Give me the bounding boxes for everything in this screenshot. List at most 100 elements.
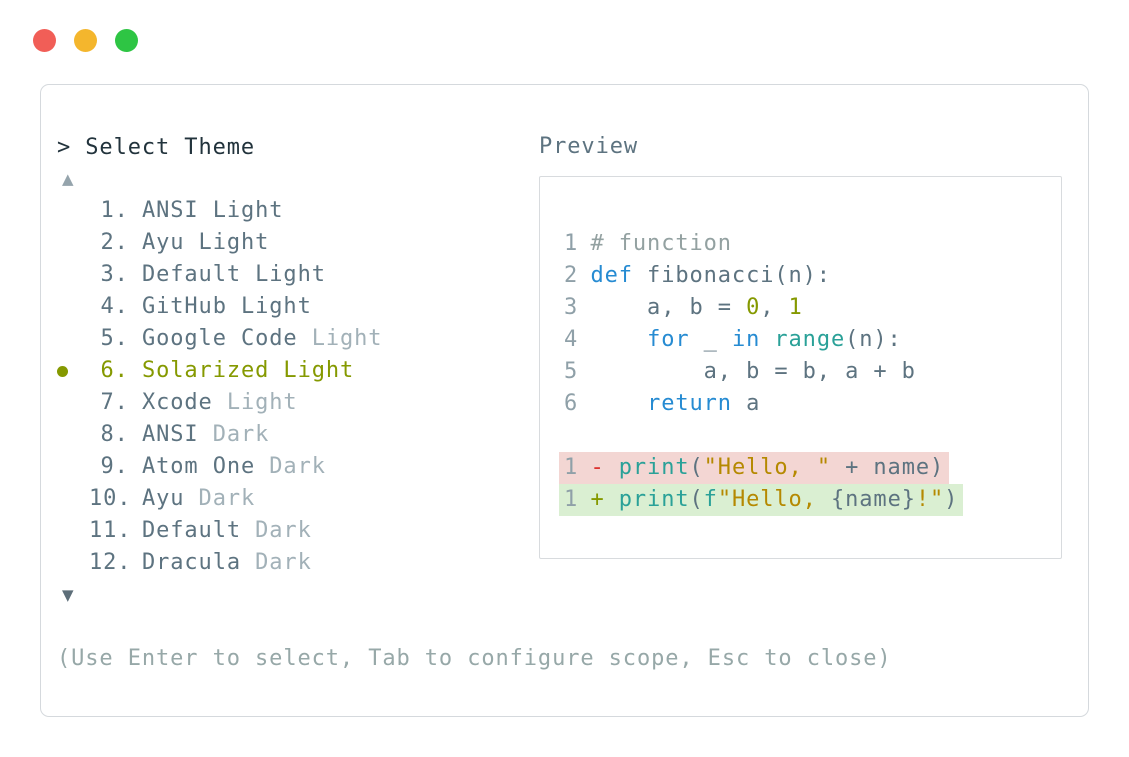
theme-selector-panel: > Select Theme ▲ 1. ANSI Light 2. Ayu Li… [40,84,1089,717]
preview-section: Preview 1 # function 2 def fibonacci(n):… [539,131,1062,559]
theme-list-item-3[interactable]: 3. Default Light [57,259,1067,291]
theme-name: ANSI [141,198,199,223]
theme-list-item-11[interactable]: 11. Default Dark [57,515,1067,547]
code-token: 0 [746,295,761,320]
code-token: fibonacci(n): [632,263,831,288]
code-line: 1 # function [564,228,1051,260]
theme-list-item-6[interactable]: 6. Solarized Light [57,355,1067,387]
theme-variant: Dark [184,486,256,511]
theme-number: 3. [100,262,129,287]
line-number: 2 [564,263,579,288]
code-token: "Hello, " [703,455,831,480]
theme-list: 1. ANSI Light 2. Ayu Light 3. Default Li… [57,195,1067,579]
scroll-up-icon[interactable]: ▲ [62,170,74,188]
theme-variant: Light [269,358,355,383]
close-button[interactable] [33,29,56,52]
code-token: _ [689,327,732,352]
theme-number: 6. [100,358,129,383]
code-line: 2 def fibonacci(n): [564,260,1051,292]
keyboard-hint: (Use Enter to select, Tab to configure s… [57,646,892,671]
line-number: 3 [564,295,579,320]
preview-label-row: Preview [539,131,1062,163]
code-token: , [760,295,789,320]
theme-name: Default [141,518,241,543]
theme-number: 11. [89,518,132,543]
line-number: 1 [564,231,579,256]
code-token: a, b = b, a + b [590,359,916,384]
code-token: def [590,263,633,288]
code-line: 1 + print(f"Hello, {name}!") [559,484,1051,516]
code-tokens: + print(f"Hello, {name}!") [590,484,958,516]
scroll-down-icon[interactable]: ▼ [62,586,74,604]
code-token: 1 [788,295,803,320]
selected-bullet-icon [57,365,68,377]
code-line: 6 return a [564,388,1051,420]
theme-number: 10. [89,486,132,511]
theme-name: Ayu [141,486,185,511]
code-token [590,327,647,352]
code-token: + name) [830,455,945,480]
theme-list-item-4[interactable]: 4. GitHub Light [57,291,1067,323]
code-tokens: - print("Hello, " + name) [590,452,944,484]
line-number: 6 [564,391,579,416]
code-tokens: def fibonacci(n): [590,260,830,292]
line-number: 1 [564,487,579,512]
code-token: !" [915,487,945,512]
theme-variant: Light [212,390,298,415]
theme-number: 4. [100,294,129,319]
theme-name: Xcode [141,390,213,415]
code-tokens: for _ in range(n): [590,324,901,356]
theme-name: GitHub [141,294,227,319]
code-token: {name} [830,487,916,512]
prompt-row: > Select Theme [57,131,1067,163]
theme-list-item-8[interactable]: 8. ANSI Dark [57,419,1067,451]
theme-name: Default [141,262,241,287]
code-token: f [703,487,718,512]
theme-list-item-10[interactable]: 10. Ayu Dark [57,483,1067,515]
code-token: print [618,455,690,480]
code-line: 4 for _ in range(n): [564,324,1051,356]
code-token: ) [944,487,959,512]
theme-list-item-9[interactable]: 9. Atom One Dark [57,451,1067,483]
theme-name: Solarized [141,358,270,383]
scroll-up-row: ▲ [57,163,1067,195]
theme-list-item-2[interactable]: 2. Ayu Light [57,227,1067,259]
theme-name: ANSI [141,422,199,447]
selection-marker [57,365,89,377]
theme-number: 9. [100,454,129,479]
theme-number: 7. [100,390,129,415]
code-token: return [647,391,732,416]
preview-label: Preview [539,134,639,159]
theme-variant: Light [198,198,284,223]
zoom-button[interactable] [115,29,138,52]
code-token: "Hello, [717,487,831,512]
theme-variant: Light [297,326,383,351]
code-preview: 1 # function 2 def fibonacci(n): 3 a, b … [559,228,1051,516]
code-token: ( [689,455,704,480]
hint-row: (Use Enter to select, Tab to configure s… [57,643,1067,675]
code-tokens: # function [590,228,731,260]
code-token: ( [689,487,704,512]
theme-list-item-7[interactable]: 7. Xcode Light [57,387,1067,419]
code-token: print [618,487,690,512]
code-token: in [731,327,761,352]
code-token [590,391,647,416]
code-tokens: a, b = 0, 1 [590,292,802,324]
theme-number: 5. [100,326,129,351]
theme-list-item-1[interactable]: 1. ANSI Light [57,195,1067,227]
code-line: 5 a, b = b, a + b [564,356,1051,388]
theme-variant: Light [184,230,270,255]
theme-variant: Dark [241,550,312,575]
theme-list-item-5[interactable]: 5. Google Code Light [57,323,1067,355]
theme-list-item-12[interactable]: 12. Dracula Dark [57,547,1067,579]
window-controls [33,29,138,52]
code-token [760,327,774,352]
minimize-button[interactable] [74,29,97,52]
code-line [564,420,1051,452]
theme-number: 1. [100,198,129,223]
theme-name: Dracula [141,550,241,575]
line-number: 5 [564,359,579,384]
theme-number: 12. [89,550,132,575]
code-token: a [731,391,761,416]
code-token: (n): [845,327,902,352]
